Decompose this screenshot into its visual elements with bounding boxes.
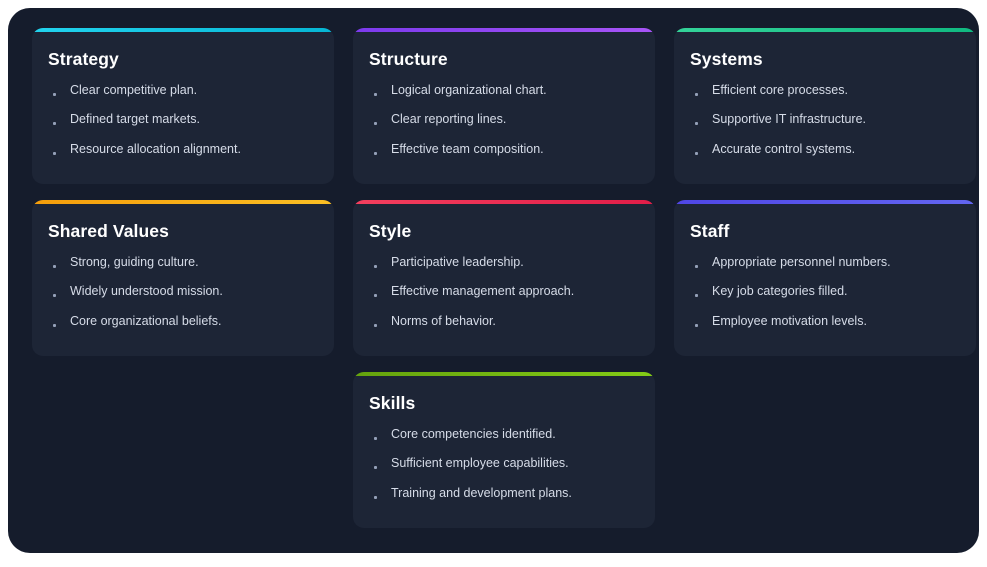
bullet-square-icon (53, 264, 56, 268)
list-item-label: Norms of behavior. (391, 314, 496, 328)
list-item: Sufficient employee capabilities. (369, 456, 637, 472)
list-item-label: Key job categories filled. (712, 284, 848, 299)
list-item: Logical organizational chart. (369, 83, 637, 99)
card-item-list: Strong, guiding culture. Widely understoo… (48, 255, 316, 330)
card-item-list: Efficient core processes. Supportive IT i… (690, 83, 958, 158)
card-accent-bar (353, 372, 655, 376)
list-item-label: Widely understood mission. (70, 284, 223, 299)
card-accent-bar (353, 200, 655, 204)
list-item: Supportive IT infrastructure. (690, 112, 958, 128)
list-item: Strong, guiding culture. (48, 255, 316, 271)
bullet-square-icon (374, 496, 377, 499)
card-title: Strategy (48, 49, 119, 69)
list-item-label: Participative leadership. (391, 254, 524, 269)
list-item-label: Effective team composition. (391, 142, 544, 156)
bullet-square-icon (374, 294, 377, 298)
list-item: Core competencies identified. (369, 427, 637, 443)
bullet-square-icon (374, 436, 377, 440)
bullet-square-icon (374, 92, 377, 96)
bullet-square-icon (695, 122, 698, 126)
card-title: Structure (369, 49, 448, 69)
card-accent-bar (353, 28, 655, 32)
list-item: Norms of behavior. (369, 314, 637, 330)
bullet-square-icon (695, 152, 698, 155)
list-item: Efficient core processes. (690, 83, 958, 99)
list-item: Accurate control systems. (690, 142, 958, 158)
list-item-label: Sufficient employee capabilities. (391, 456, 569, 471)
card-accent-bar (32, 28, 334, 32)
bullet-square-icon (53, 92, 56, 96)
list-item: Resource allocation alignment. (48, 142, 316, 158)
card-title: Systems (690, 49, 763, 69)
card-item-list: Clear competitive plan. Defined target ma… (48, 83, 316, 158)
list-item-label: Core organizational beliefs. (70, 314, 222, 328)
list-item: Widely understood mission. (48, 284, 316, 300)
card-item-list: Appropriate personnel numbers. Key job ca… (690, 255, 958, 330)
list-item: Employee motivation levels. (690, 314, 958, 330)
list-item-label: Employee motivation levels. (712, 314, 867, 328)
list-item: Core organizational beliefs. (48, 314, 316, 330)
list-item-label: Efficient core processes. (712, 82, 848, 97)
list-item-label: Appropriate personnel numbers. (712, 254, 891, 269)
card-title: Shared Values (48, 221, 169, 241)
bullet-square-icon (53, 294, 56, 298)
list-item-label: Strong, guiding culture. (70, 254, 199, 269)
bullet-square-icon (695, 294, 698, 298)
list-item: Effective management approach. (369, 284, 637, 300)
card-accent-bar (32, 200, 334, 204)
list-item-label: Training and development plans. (391, 486, 572, 500)
bullet-square-icon (53, 324, 56, 327)
list-item: Key job categories filled. (690, 284, 958, 300)
list-item: Participative leadership. (369, 255, 637, 271)
card-title: Skills (369, 393, 416, 413)
list-item: Clear reporting lines. (369, 112, 637, 128)
list-item: Effective team composition. (369, 142, 637, 158)
list-item-label: Core competencies identified. (391, 426, 556, 441)
list-item-label: Supportive IT infrastructure. (712, 112, 867, 127)
card-item-list: Core competencies identified. Sufficient … (369, 427, 637, 502)
bullet-square-icon (374, 122, 377, 126)
card-item-list: Participative leadership. Effective manag… (369, 255, 637, 330)
bullet-square-icon (53, 122, 56, 126)
list-item-label: Clear reporting lines. (391, 112, 507, 127)
bullet-square-icon (374, 466, 377, 470)
bullet-square-icon (695, 324, 698, 327)
list-item-label: Defined target markets. (70, 112, 200, 127)
card-title: Staff (690, 221, 730, 241)
list-item: Appropriate personnel numbers. (690, 255, 958, 271)
list-item-label: Clear competitive plan. (70, 82, 198, 97)
bullet-square-icon (53, 152, 56, 155)
list-item-label: Accurate control systems. (712, 142, 856, 156)
card-accent-bar (674, 28, 976, 32)
list-item-label: Resource allocation alignment. (70, 142, 241, 156)
list-item-label: Effective management approach. (391, 284, 575, 299)
bullet-square-icon (374, 264, 377, 268)
list-item-label: Logical organizational chart. (391, 82, 547, 97)
list-item: Defined target markets. (48, 112, 316, 128)
card-title: Style (369, 221, 412, 241)
bullet-square-icon (695, 92, 698, 96)
bullet-square-icon (374, 152, 377, 155)
list-item: Clear competitive plan. (48, 83, 316, 99)
bullet-square-icon (695, 264, 698, 268)
card-item-list: Logical organizational chart. Clear repor… (369, 83, 637, 158)
bullet-square-icon (374, 324, 377, 327)
card-accent-bar (674, 200, 976, 204)
list-item: Training and development plans. (369, 486, 637, 502)
